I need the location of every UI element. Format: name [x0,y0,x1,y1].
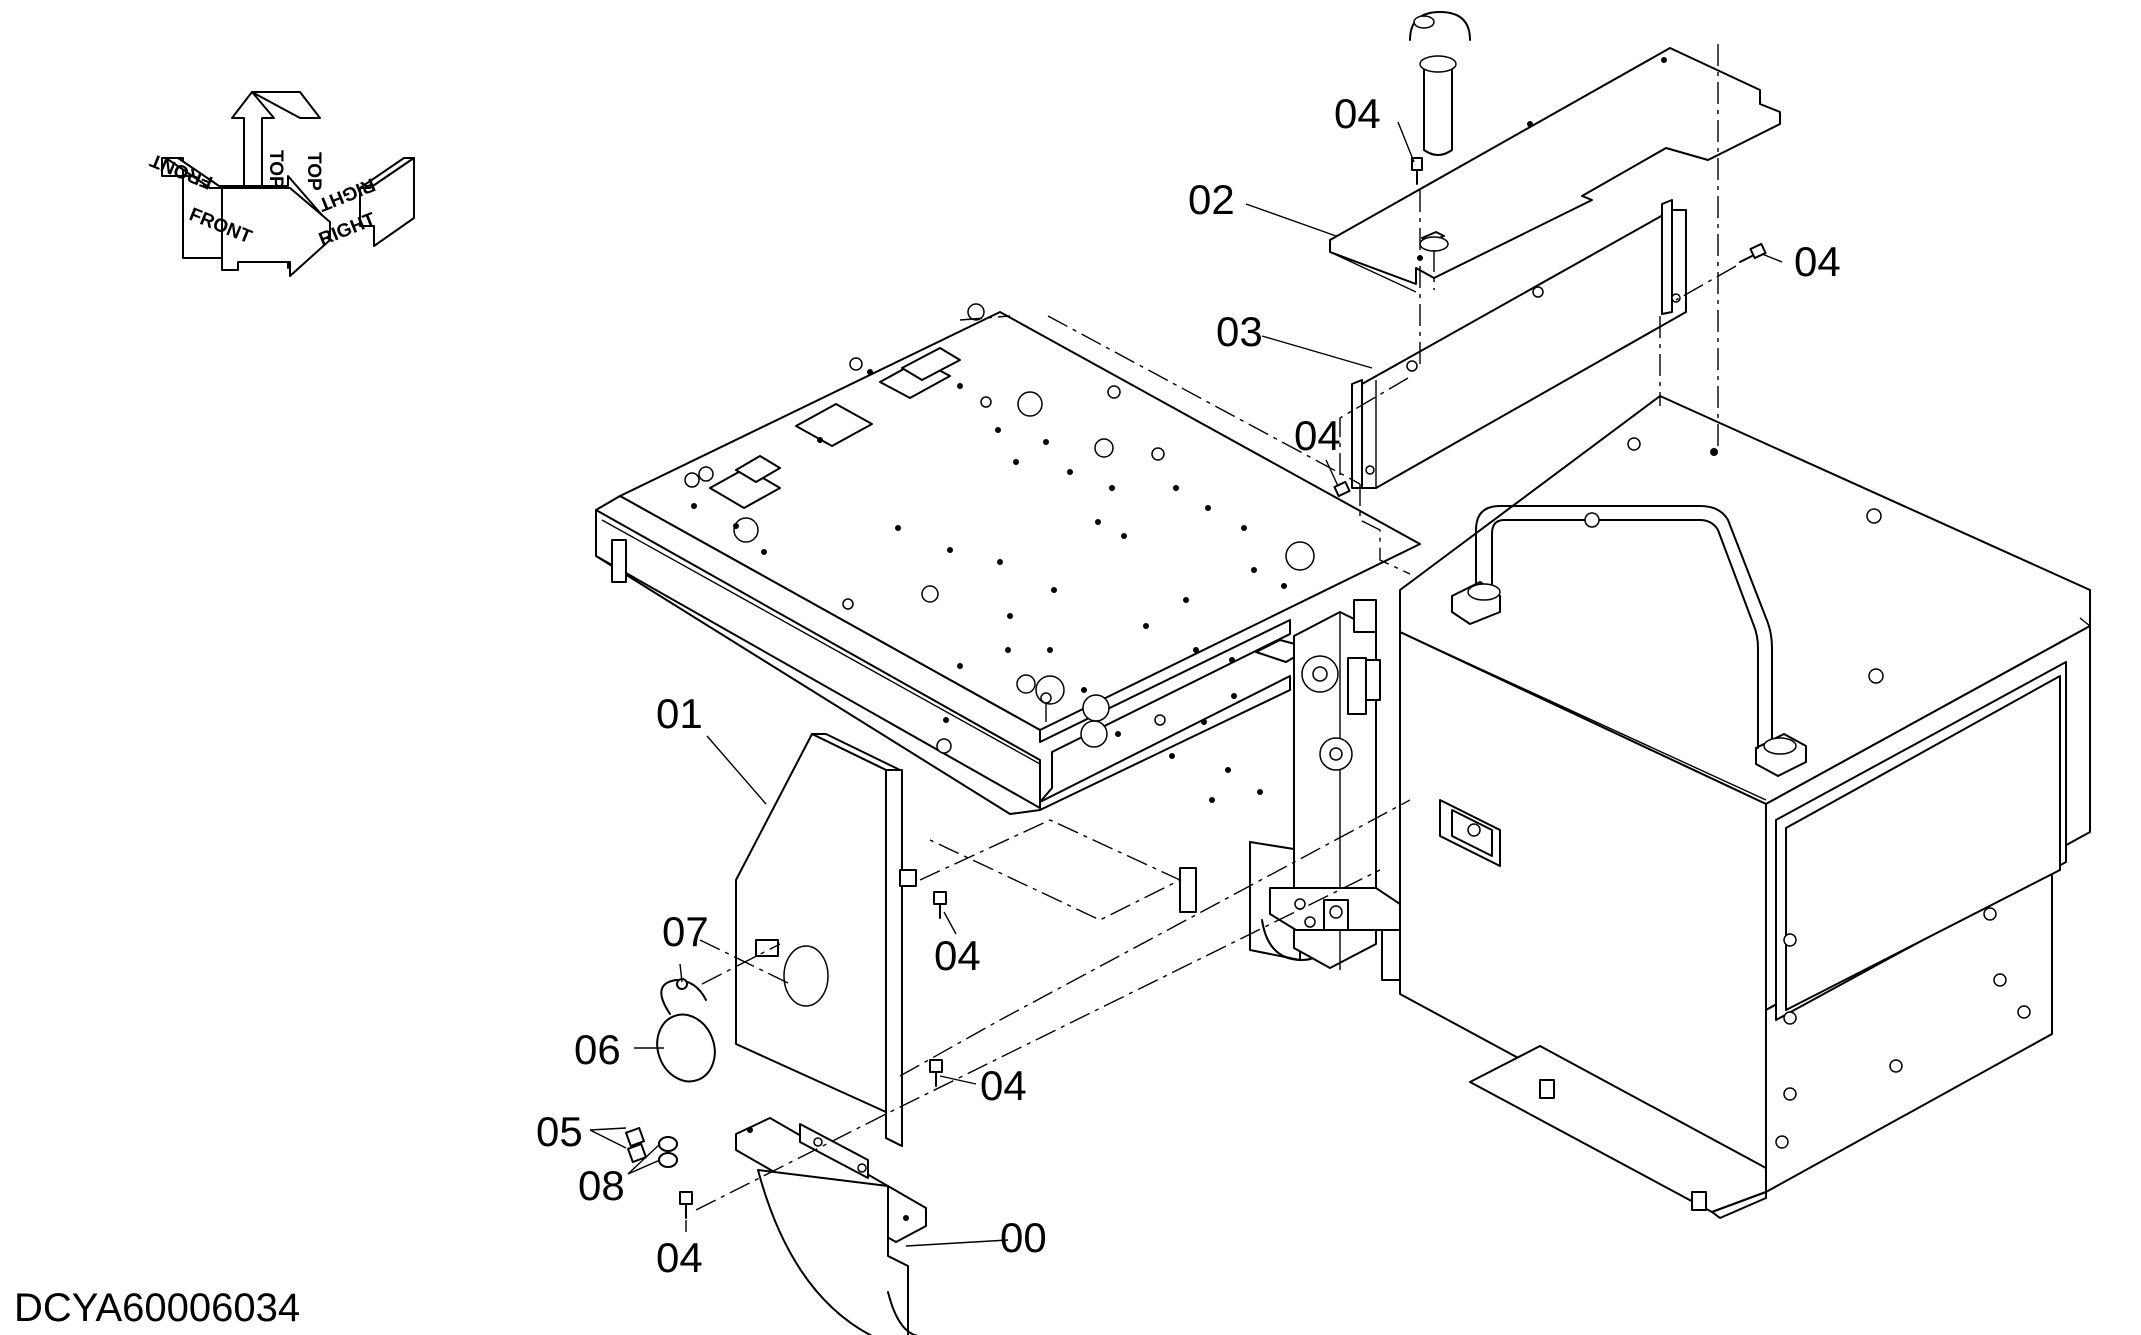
assembly-lines [695,44,2091,1211]
callout-07: 07 [662,908,709,955]
svg-text:RIGHT: RIGHT [316,209,379,251]
part-03-bracket [1351,199,1687,489]
callout-02: 02 [1188,176,1235,223]
svg-text:TOP: TOP [265,150,286,189]
callouts: 00 01 02 03 04 04 04 04 04 04 05 06 07 0… [536,90,1841,1281]
bolt-04-lower [929,1059,943,1087]
screw-05 [625,1127,647,1163]
part-00-lower-cover [735,1117,927,1335]
frame-bracket-mid [1179,867,1197,913]
callout-03: 03 [1216,308,1263,355]
bolt-04-bottom [679,1191,693,1219]
callout-04-lower: 04 [980,1062,1027,1109]
callout-04-top: 04 [1334,90,1381,137]
callout-01: 01 [656,690,703,737]
orientation-arrow-icon: FRONT FRONT TOP TOP RIGHT RIGHT [147,91,415,277]
fasteners [625,157,1767,1219]
callout-04-right: 04 [1794,238,1841,285]
bolt-04-right [1739,242,1767,263]
pulley-bracket [1269,599,1403,981]
callout-06: 06 [574,1026,621,1073]
part-02-cover-plate [1329,47,1781,293]
bolt-04-side [933,891,947,919]
callout-04-bottom: 04 [656,1234,703,1281]
filler-tube [1409,11,1471,156]
svg-text:TOP: TOP [303,152,324,191]
leader-lines [589,121,1783,1247]
callout-08: 08 [578,1162,625,1209]
part-06-cap [656,978,716,1083]
electrical-box [1399,395,2091,1219]
frame-bracket-left [611,539,627,583]
drawing-id: DCYA60006034 [14,1286,301,1330]
base-frame [595,303,1421,961]
washer-08 [658,1136,678,1168]
callout-00: 00 [1000,1214,1047,1261]
callout-04-mid: 04 [1294,412,1341,459]
callout-04-side: 04 [934,932,981,979]
svg-text:FRONT: FRONT [147,149,216,193]
bolt-04-top [1411,157,1423,185]
orientation-label-top: TOP TOP [265,150,324,191]
callout-05: 05 [536,1108,583,1155]
part-01-side-cover [735,733,917,1147]
